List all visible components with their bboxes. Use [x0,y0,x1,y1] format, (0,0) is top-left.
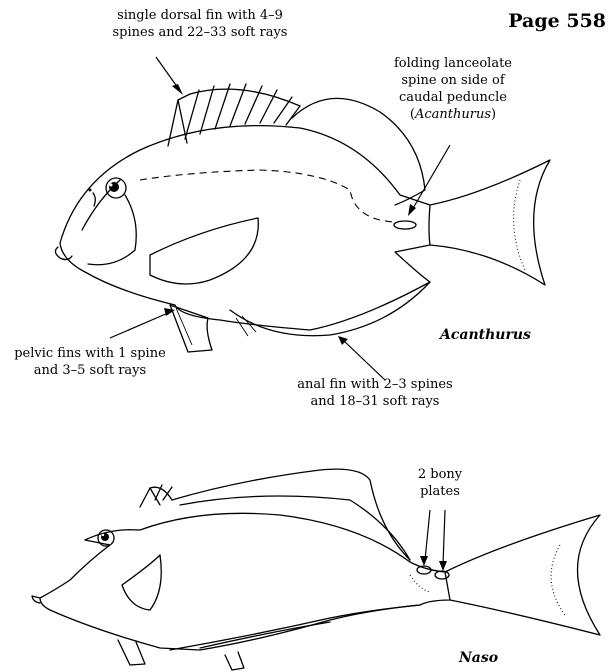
peduncle-label-line-3: caudal peduncle [383,89,523,106]
naso-body [40,513,450,650]
plates-label-line-2: plates [400,483,480,500]
caudal-fin [430,160,550,285]
peduncle-spine-label: folding lanceolate spine on side of caud… [383,55,523,123]
annotation-arrows-2 [420,510,447,571]
peduncle-label-line-4: (Acanthurus) [383,106,523,123]
dorsal-fin-label: single dorsal fin with 4–9 spines and 22… [75,7,325,41]
pelvic-label-line-1: pelvic fins with 1 spine [0,345,180,362]
bony-plates-label: 2 bony plates [400,466,480,500]
anal-label-line-1: anal fin with 2–3 spines [260,376,490,393]
anal-fin [230,282,430,336]
pelvic-label-line-2: and 3–5 soft rays [0,362,180,379]
pelvic-fins-label: pelvic fins with 1 spine and 3–5 soft ra… [0,345,180,379]
naso-dorsal-spines [140,485,172,507]
anal-label-line-2: and 18–31 soft rays [260,393,490,410]
pectoral-fin [150,218,258,284]
dorsal-fin-label-line-1: single dorsal fin with 4–9 [75,7,325,24]
dorsal-fin-rays [168,84,300,146]
naso-drawing [32,469,600,670]
acanthurus-name: Acanthurus [440,327,531,343]
acanthurus-drawing [55,84,550,352]
plates-label-line-1: 2 bony [400,466,480,483]
peduncle-label-genus: Acanthurus [415,107,491,122]
naso-name: Naso [459,650,498,666]
acanthurus-body [60,126,430,330]
anal-fin-label: anal fin with 2–3 spines and 18–31 soft … [260,376,490,410]
dorsal-fin-label-line-2: spines and 22–33 soft rays [75,24,325,41]
naso-anal-fin [170,605,420,650]
naso-caudal-fin [445,515,600,635]
paren-close: ) [491,107,496,122]
peduncle-label-line-1: folding lanceolate [383,55,523,72]
peduncle-spine [394,221,416,229]
peduncle-label-line-2: spine on side of [383,72,523,89]
